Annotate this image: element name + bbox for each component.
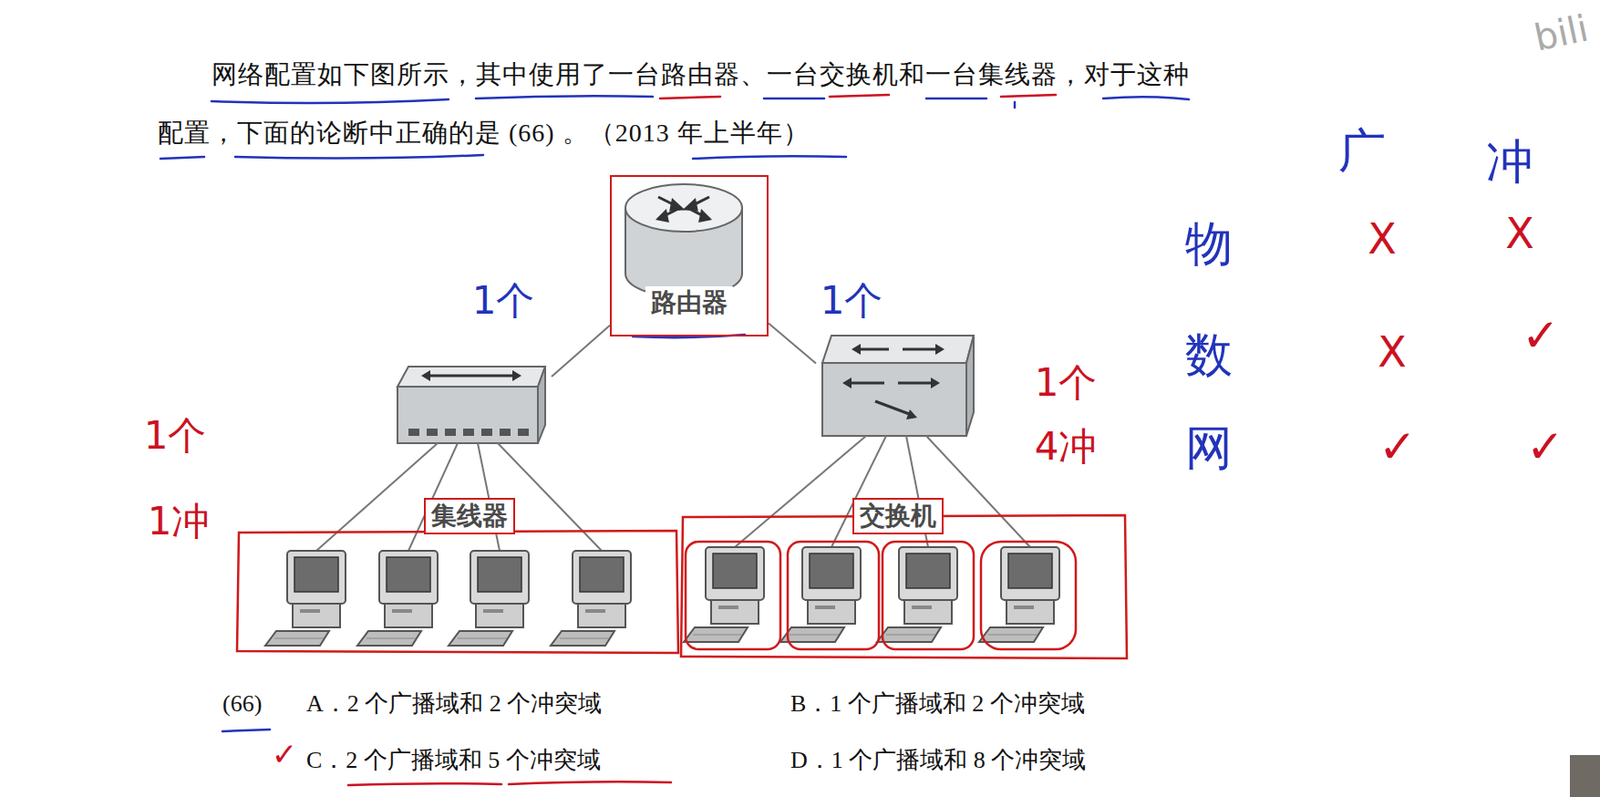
- answer-option: D．1 个广播域和 8 个冲突域: [790, 747, 1086, 775]
- network-link: [551, 325, 610, 377]
- device-label: 路由器: [645, 286, 733, 320]
- table-row: 物: [1185, 217, 1233, 270]
- table-mark: ✓: [1521, 310, 1560, 362]
- device-label: 集线器: [423, 497, 516, 535]
- watermark: bili: [1530, 7, 1592, 58]
- table-header: 冲: [1486, 135, 1534, 188]
- device-label: 交换机: [852, 497, 944, 535]
- table-mark: X: [1505, 210, 1535, 258]
- answer-option: B．1 个广播域和 2 个冲突域: [790, 691, 1085, 718]
- network-device: 路由器: [609, 175, 769, 337]
- annotation: 1个: [1034, 361, 1098, 404]
- network-link: [768, 322, 816, 363]
- question-number: (66): [222, 691, 262, 718]
- check-mark: ✓: [271, 737, 299, 772]
- table-mark: X: [1367, 216, 1397, 263]
- table-row: 数: [1185, 329, 1233, 382]
- table-mark: ✓: [1378, 422, 1417, 473]
- question-text: 网络配置如下图所示，其中使用了一台路由器、一台交换机和一台集线器，对于这种配置，…: [157, 45, 1207, 163]
- table-mark: ✓: [1526, 422, 1565, 473]
- network-device: 集线器: [387, 357, 552, 540]
- answer-option: C．2 个广播域和 5 个冲突域: [306, 747, 601, 775]
- annotation: 4冲: [1034, 425, 1098, 468]
- annotation: 1个: [820, 279, 884, 322]
- annotation: 1个: [144, 414, 207, 457]
- network-device: 交换机: [815, 328, 981, 538]
- answer-option: A．2 个广播域和 2 个冲突域: [306, 691, 602, 718]
- table-mark: X: [1377, 329, 1407, 376]
- table-header: 广: [1338, 124, 1386, 177]
- annotation: 1个: [472, 279, 536, 322]
- table-row: 网: [1185, 422, 1233, 475]
- annotation: 1冲: [147, 500, 211, 543]
